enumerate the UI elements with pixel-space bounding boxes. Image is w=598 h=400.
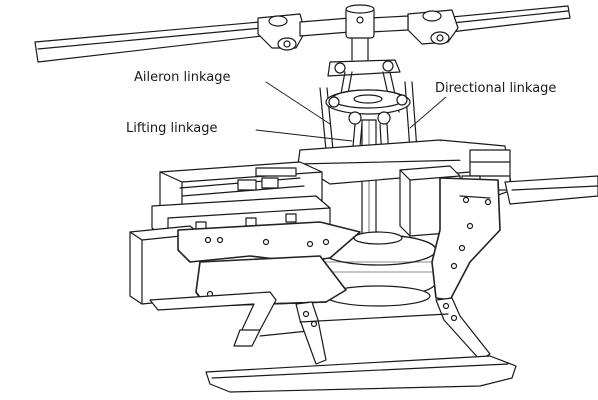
lifting-leader-line: [255, 129, 353, 142]
main-rotor-blades: [34, 5, 571, 63]
rotor-hub: [299, 4, 409, 61]
lifting-linkage-label: Lifting linkage: [125, 121, 219, 137]
side-frame: [177, 177, 501, 307]
aileron-linkage-label: Aileron linkage: [133, 70, 232, 86]
landing-skid: [149, 291, 517, 393]
aileron-leader-line: [265, 81, 331, 125]
directional-linkage-label: Directional linkage: [434, 81, 558, 97]
callout-leaders: [255, 81, 447, 142]
directional-leader-line: [409, 96, 447, 129]
swashplate-assembly: [319, 59, 418, 251]
